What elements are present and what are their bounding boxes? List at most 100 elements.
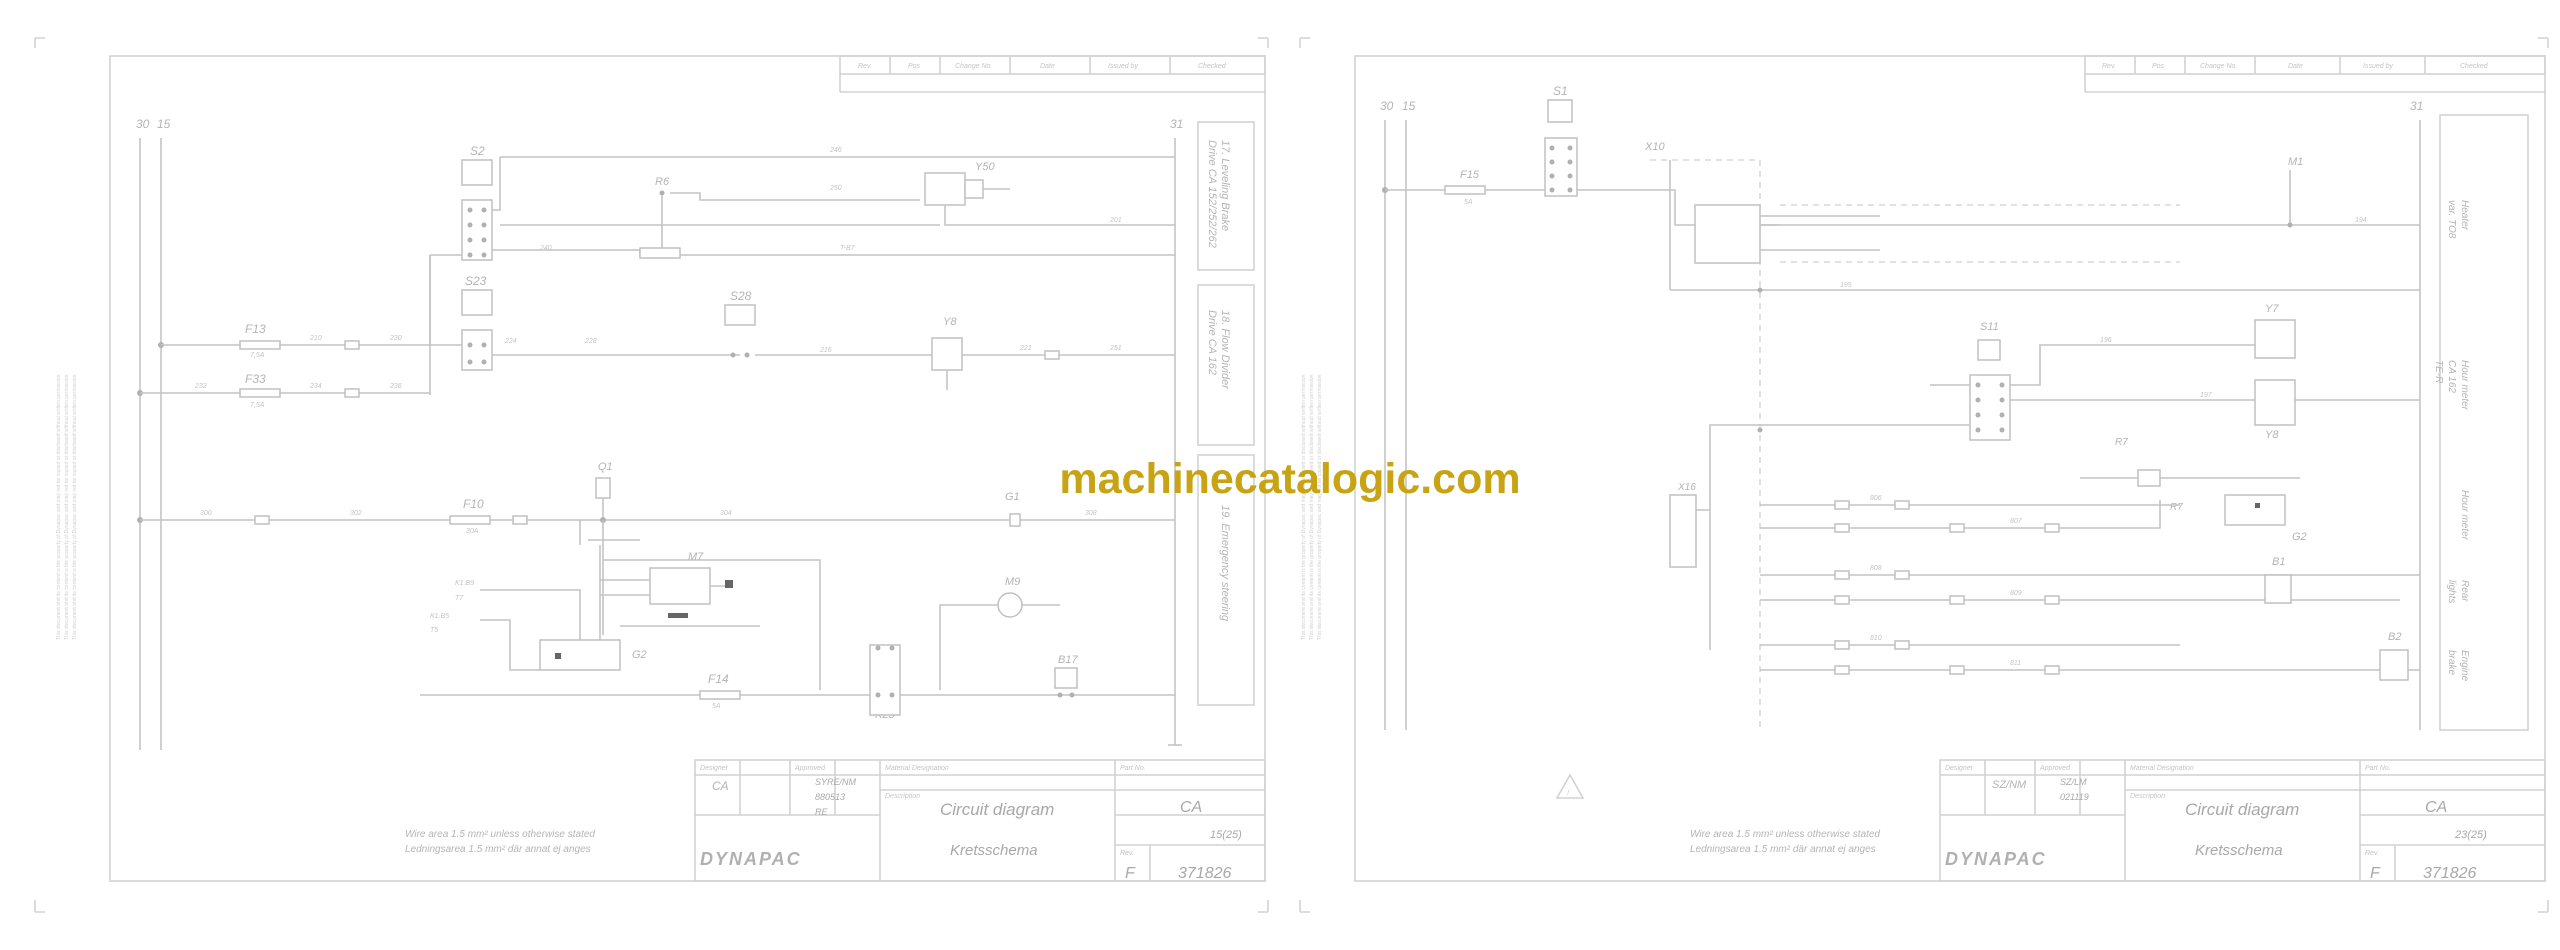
svg-text:Rev.: Rev. <box>2365 850 2379 857</box>
side-box-17: 17. Leveling BrakeDrive CA 152/252/262 <box>1206 140 1231 248</box>
wire-label: 224 <box>504 338 517 345</box>
rev-header: Rev. <box>858 63 872 70</box>
rev-header: Date <box>1040 63 1055 70</box>
rev-header: Checked <box>2460 63 2489 70</box>
wire-label: 246 <box>829 147 842 154</box>
part-number: 371826 <box>1178 865 1231 882</box>
label-R7-b: R7 <box>2170 502 2183 513</box>
svg-text:Description: Description <box>885 793 920 800</box>
label-F33: F33 <box>245 372 266 386</box>
label-F15: F15 <box>1460 169 1480 181</box>
wire-label: 250 <box>829 185 842 192</box>
wire-area-note: Ledningsarea 1.5 mm² där annat ej anges <box>405 844 591 855</box>
label-F14-val: 5A <box>712 703 721 710</box>
label-Q1: Q1 <box>598 461 613 473</box>
label-X16: X16 <box>1677 482 1696 493</box>
svg-text:Approved: Approved <box>2039 765 2071 772</box>
svg-text:Designer: Designer <box>700 765 729 772</box>
revision-block <box>839 55 1266 75</box>
wire-label: 210 <box>309 335 322 342</box>
svg-text:T5: T5 <box>430 627 438 634</box>
wire-label: 197 <box>2200 392 2213 399</box>
wire-label: 251 <box>1109 345 1122 352</box>
side-box-hourmeter: Hour meterCA 162TE-R <box>2433 360 2470 411</box>
wire-label: 221 <box>1019 345 1032 352</box>
rev-header: Change No. <box>2200 63 2237 70</box>
rev-header: Checked <box>1198 63 1227 70</box>
wire-area-note: Ledningsarea 1.5 mm² där annat ej anges <box>1690 844 1876 855</box>
rev-header: Rev. <box>2102 63 2116 70</box>
wire-label: 240 <box>539 245 552 252</box>
svg-text:!: ! <box>1567 790 1569 797</box>
model: CA <box>2425 799 2447 816</box>
label-F33-val: 7,5A <box>250 402 265 409</box>
label-S11: S11 <box>1980 321 1999 333</box>
designer: SZ/NM <box>1992 779 2027 791</box>
wire-label: 811 <box>2010 660 2021 667</box>
label-S23: S23 <box>465 274 487 288</box>
wire-label: 232 <box>194 383 207 390</box>
wire-label: 806 <box>1870 495 1882 502</box>
label-S28: S28 <box>730 289 752 303</box>
label-B2: B2 <box>2388 631 2401 643</box>
label-R7: R7 <box>2115 437 2128 448</box>
svg-text:T7: T7 <box>455 595 464 602</box>
side-text: This document and its content is the pro… <box>1301 374 1307 640</box>
watermark-text: machinecatalogic.com <box>1059 455 1521 503</box>
label-G2: G2 <box>632 649 647 661</box>
wire-label: 228 <box>584 338 597 345</box>
label-M1: M1 <box>2288 156 2303 168</box>
side-text: This document and its content is the pro… <box>1317 374 1323 640</box>
rev-header: Pos <box>908 63 921 70</box>
side-text: This document and its content is the pro… <box>1309 374 1315 640</box>
side-box-engine-brake: Enginebrake <box>2446 650 2470 682</box>
svg-text:K1.B9: K1.B9 <box>455 580 474 587</box>
label-S1: S1 <box>1553 84 1568 98</box>
wire-label: 234 <box>309 383 322 390</box>
side-box-rear-lights: Rearlights <box>2446 580 2470 603</box>
label-Y8: Y8 <box>943 316 957 328</box>
wire-label: 810 <box>1870 635 1882 642</box>
svg-text:Part No.: Part No. <box>2365 765 2391 772</box>
svg-text:Approved: Approved <box>794 765 826 772</box>
label-B1: B1 <box>2272 556 2285 568</box>
rail-label-30: 30 <box>136 117 150 131</box>
wire-label: 230 <box>389 335 402 342</box>
wire-label: 308 <box>1085 510 1097 517</box>
wire-label: 194 <box>2355 217 2367 224</box>
model: CA <box>1180 799 1202 816</box>
rail-label-31: 31 <box>1170 117 1183 131</box>
wire-label: 196 <box>2100 337 2112 344</box>
wire-label: 195 <box>1840 282 1852 289</box>
wire-area-note: Wire area 1.5 mm² unless otherwise state… <box>405 829 595 840</box>
svg-text:K1.B5: K1.B5 <box>430 613 449 620</box>
svg-text:Rev.: Rev. <box>1120 850 1134 857</box>
wire-label: 807 <box>2010 518 2023 525</box>
wire-label: 808 <box>1870 565 1882 572</box>
circuit-sheet-right: This document and its content is the pro… <box>1280 0 2560 950</box>
approved: SZ/LM <box>2060 777 2087 787</box>
sheet-number: 15(25) <box>1210 829 1242 841</box>
wire-label: 300 <box>200 510 212 517</box>
rail-label-31: 31 <box>2410 99 2423 113</box>
side-text: This document and its content is the pro… <box>56 374 62 640</box>
title-block: Designer CA Approved SYRE/NM 880513 RE M… <box>694 759 1266 882</box>
label-Y50: Y50 <box>975 161 995 173</box>
drawing-frame <box>109 55 1266 882</box>
label-F13: F13 <box>245 322 266 336</box>
side-box-heater: Heatervar. TO8 <box>2446 200 2470 239</box>
date: 021119 <box>2060 792 2089 802</box>
label-B17: B17 <box>1058 654 1078 666</box>
label-G1: G1 <box>1005 491 1020 503</box>
circuit-diagram-right: This document and its content is the pro… <box>1299 37 2549 913</box>
designer: CA <box>712 779 729 793</box>
label-R6: R6 <box>655 176 670 188</box>
rev-header: Pos <box>2152 63 2165 70</box>
circuit-diagram-left: This document and its content is the pro… <box>34 37 1269 913</box>
svg-text:Material Designation: Material Designation <box>885 765 949 772</box>
drawing-title: Circuit diagram <box>940 800 1054 819</box>
label-Y8: Y8 <box>2265 429 2279 441</box>
wire-label: 302 <box>350 510 362 517</box>
date: 880513 <box>815 792 845 802</box>
label-M7: M7 <box>688 551 704 563</box>
